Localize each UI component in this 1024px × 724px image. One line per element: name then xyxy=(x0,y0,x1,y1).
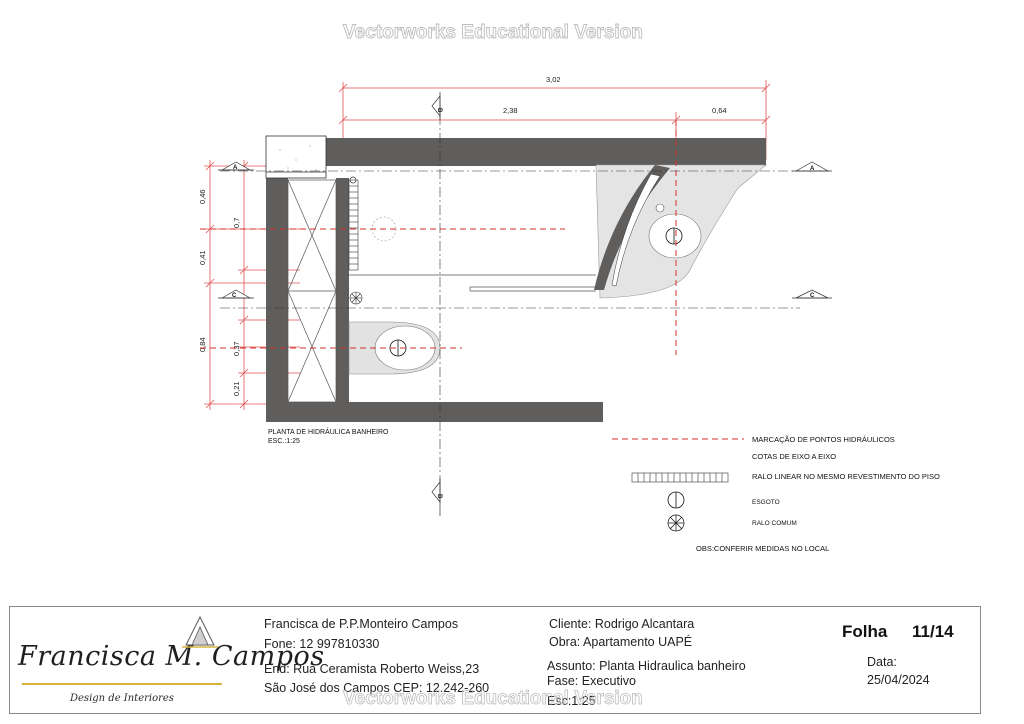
section-letter-c-left: C xyxy=(232,293,237,299)
dim-left-outer-mid: 0,41 xyxy=(198,250,207,265)
section-lines xyxy=(220,115,800,490)
logo-name: Francisca M. Campos xyxy=(18,641,325,672)
section-letter-a-right: A xyxy=(810,166,815,172)
hydraulic-point-lines xyxy=(200,120,677,355)
top-wall xyxy=(266,138,766,166)
designer-address: End: Rua Ceramista Roberto Weiss,23 xyxy=(264,662,480,676)
logo-mark-icon xyxy=(182,615,218,648)
dim-left-width: 2,38 xyxy=(503,106,518,115)
faucet-icon xyxy=(655,203,665,213)
glass-partition xyxy=(349,274,596,292)
niche-cabinet xyxy=(287,179,337,403)
plan-scale: ESC.:1:25 xyxy=(268,438,300,445)
legend-sewer-icon xyxy=(667,491,685,509)
legend-pontos: MARCAÇÃO DE PONTOS HIDRÁULICOS xyxy=(752,435,895,444)
logo-subtitle: Design de Interiores xyxy=(70,693,174,704)
section-marker-a-right: A xyxy=(792,161,832,172)
legend-ralo-comum: RALO COMUM xyxy=(752,520,797,527)
designer-name: Francisca de P.P.Monteiro Campos xyxy=(264,617,459,631)
dim-total-width: 3,02 xyxy=(546,75,561,84)
client-name: Cliente: Rodrigo Alcantara xyxy=(549,617,695,631)
dim-right-width: 0,64 xyxy=(712,106,727,115)
section-marker-b-top: B xyxy=(431,92,442,120)
legend-floor-drain-icon xyxy=(667,514,685,532)
dim-left-inner-3: 0,21 xyxy=(232,381,241,396)
dim-left-inner-1: 0,7 xyxy=(232,218,241,228)
logo: Francisca M. Campos Design de Interiores xyxy=(14,611,324,711)
section-marker-c-right: C xyxy=(792,289,832,299)
sheet-label: Folha xyxy=(842,622,888,641)
sink-sewer-point-icon xyxy=(665,227,683,245)
linear-drain xyxy=(348,179,359,271)
watermark-top: Vectorworks Educational Version xyxy=(343,22,643,43)
legend-obs: OBS:CONFERIR MEDIDAS NO LOCAL xyxy=(696,544,829,553)
bottom-wall xyxy=(266,402,603,422)
drawing-scale: Esc:1:25 xyxy=(547,694,596,708)
section-marker-c-left: C xyxy=(218,289,254,299)
designer-phone: Fone: 12 997810330 xyxy=(264,637,380,651)
legend-cotas: COTAS DE EIXO A EIXO xyxy=(752,452,836,461)
dim-left-inner-2: 0,37 xyxy=(232,341,241,356)
section-letter-b-bottom: B xyxy=(436,494,442,499)
shaft-hatch xyxy=(279,145,317,171)
sewer-point-icon xyxy=(389,339,407,357)
legend-esgoto: ESGOTO xyxy=(752,499,780,506)
left-wall xyxy=(266,178,288,422)
section-letter-a-left: A xyxy=(233,165,238,171)
designer-city: São José dos Campos CEP: 12.242-260 xyxy=(264,681,490,695)
top-dimensions xyxy=(338,80,771,160)
watermark-bottom: Vectorworks Educational Version xyxy=(343,688,644,710)
section-marker-b-bottom: B xyxy=(431,478,442,516)
date-value: 25/04/2024 xyxy=(867,673,930,687)
subject: Assunto: Planta Hidraulica banheiro xyxy=(547,659,746,673)
section-letter-c-right: C xyxy=(810,293,815,299)
title-block: Francisca M. Campos Design de Interiores… xyxy=(9,606,981,714)
dim-left-outer-top: 0,46 xyxy=(198,189,207,204)
work-name: Obra: Apartamento UAPÉ xyxy=(549,635,693,649)
section-marker-a-left: A xyxy=(218,161,254,171)
walls xyxy=(266,138,766,422)
phase: Fase: Executivo xyxy=(547,674,636,688)
legend: MARCAÇÃO DE PONTOS HIDRÁULICOS COTAS DE … xyxy=(612,435,940,553)
section-letter-b-top: B xyxy=(436,108,442,113)
inner-wall xyxy=(336,178,349,422)
curved-wall xyxy=(594,165,670,290)
small-drain-icon xyxy=(349,176,357,184)
curved-glass xyxy=(611,173,661,287)
legend-linear-drain-icon xyxy=(631,472,729,483)
date-label: Data: xyxy=(867,655,897,669)
plan-title: PLANTA DE HIDRÁULICA BANHEIRO xyxy=(268,427,389,436)
legend-ralo-linear: RALO LINEAR NO MESMO REVESTIMENTO DO PIS… xyxy=(752,472,940,481)
dim-left-outer-bottom: 0,84 xyxy=(198,337,207,352)
sheet-number: 11/14 xyxy=(912,622,954,641)
floor-drain-icon xyxy=(349,291,363,305)
logo-underline xyxy=(22,683,222,685)
